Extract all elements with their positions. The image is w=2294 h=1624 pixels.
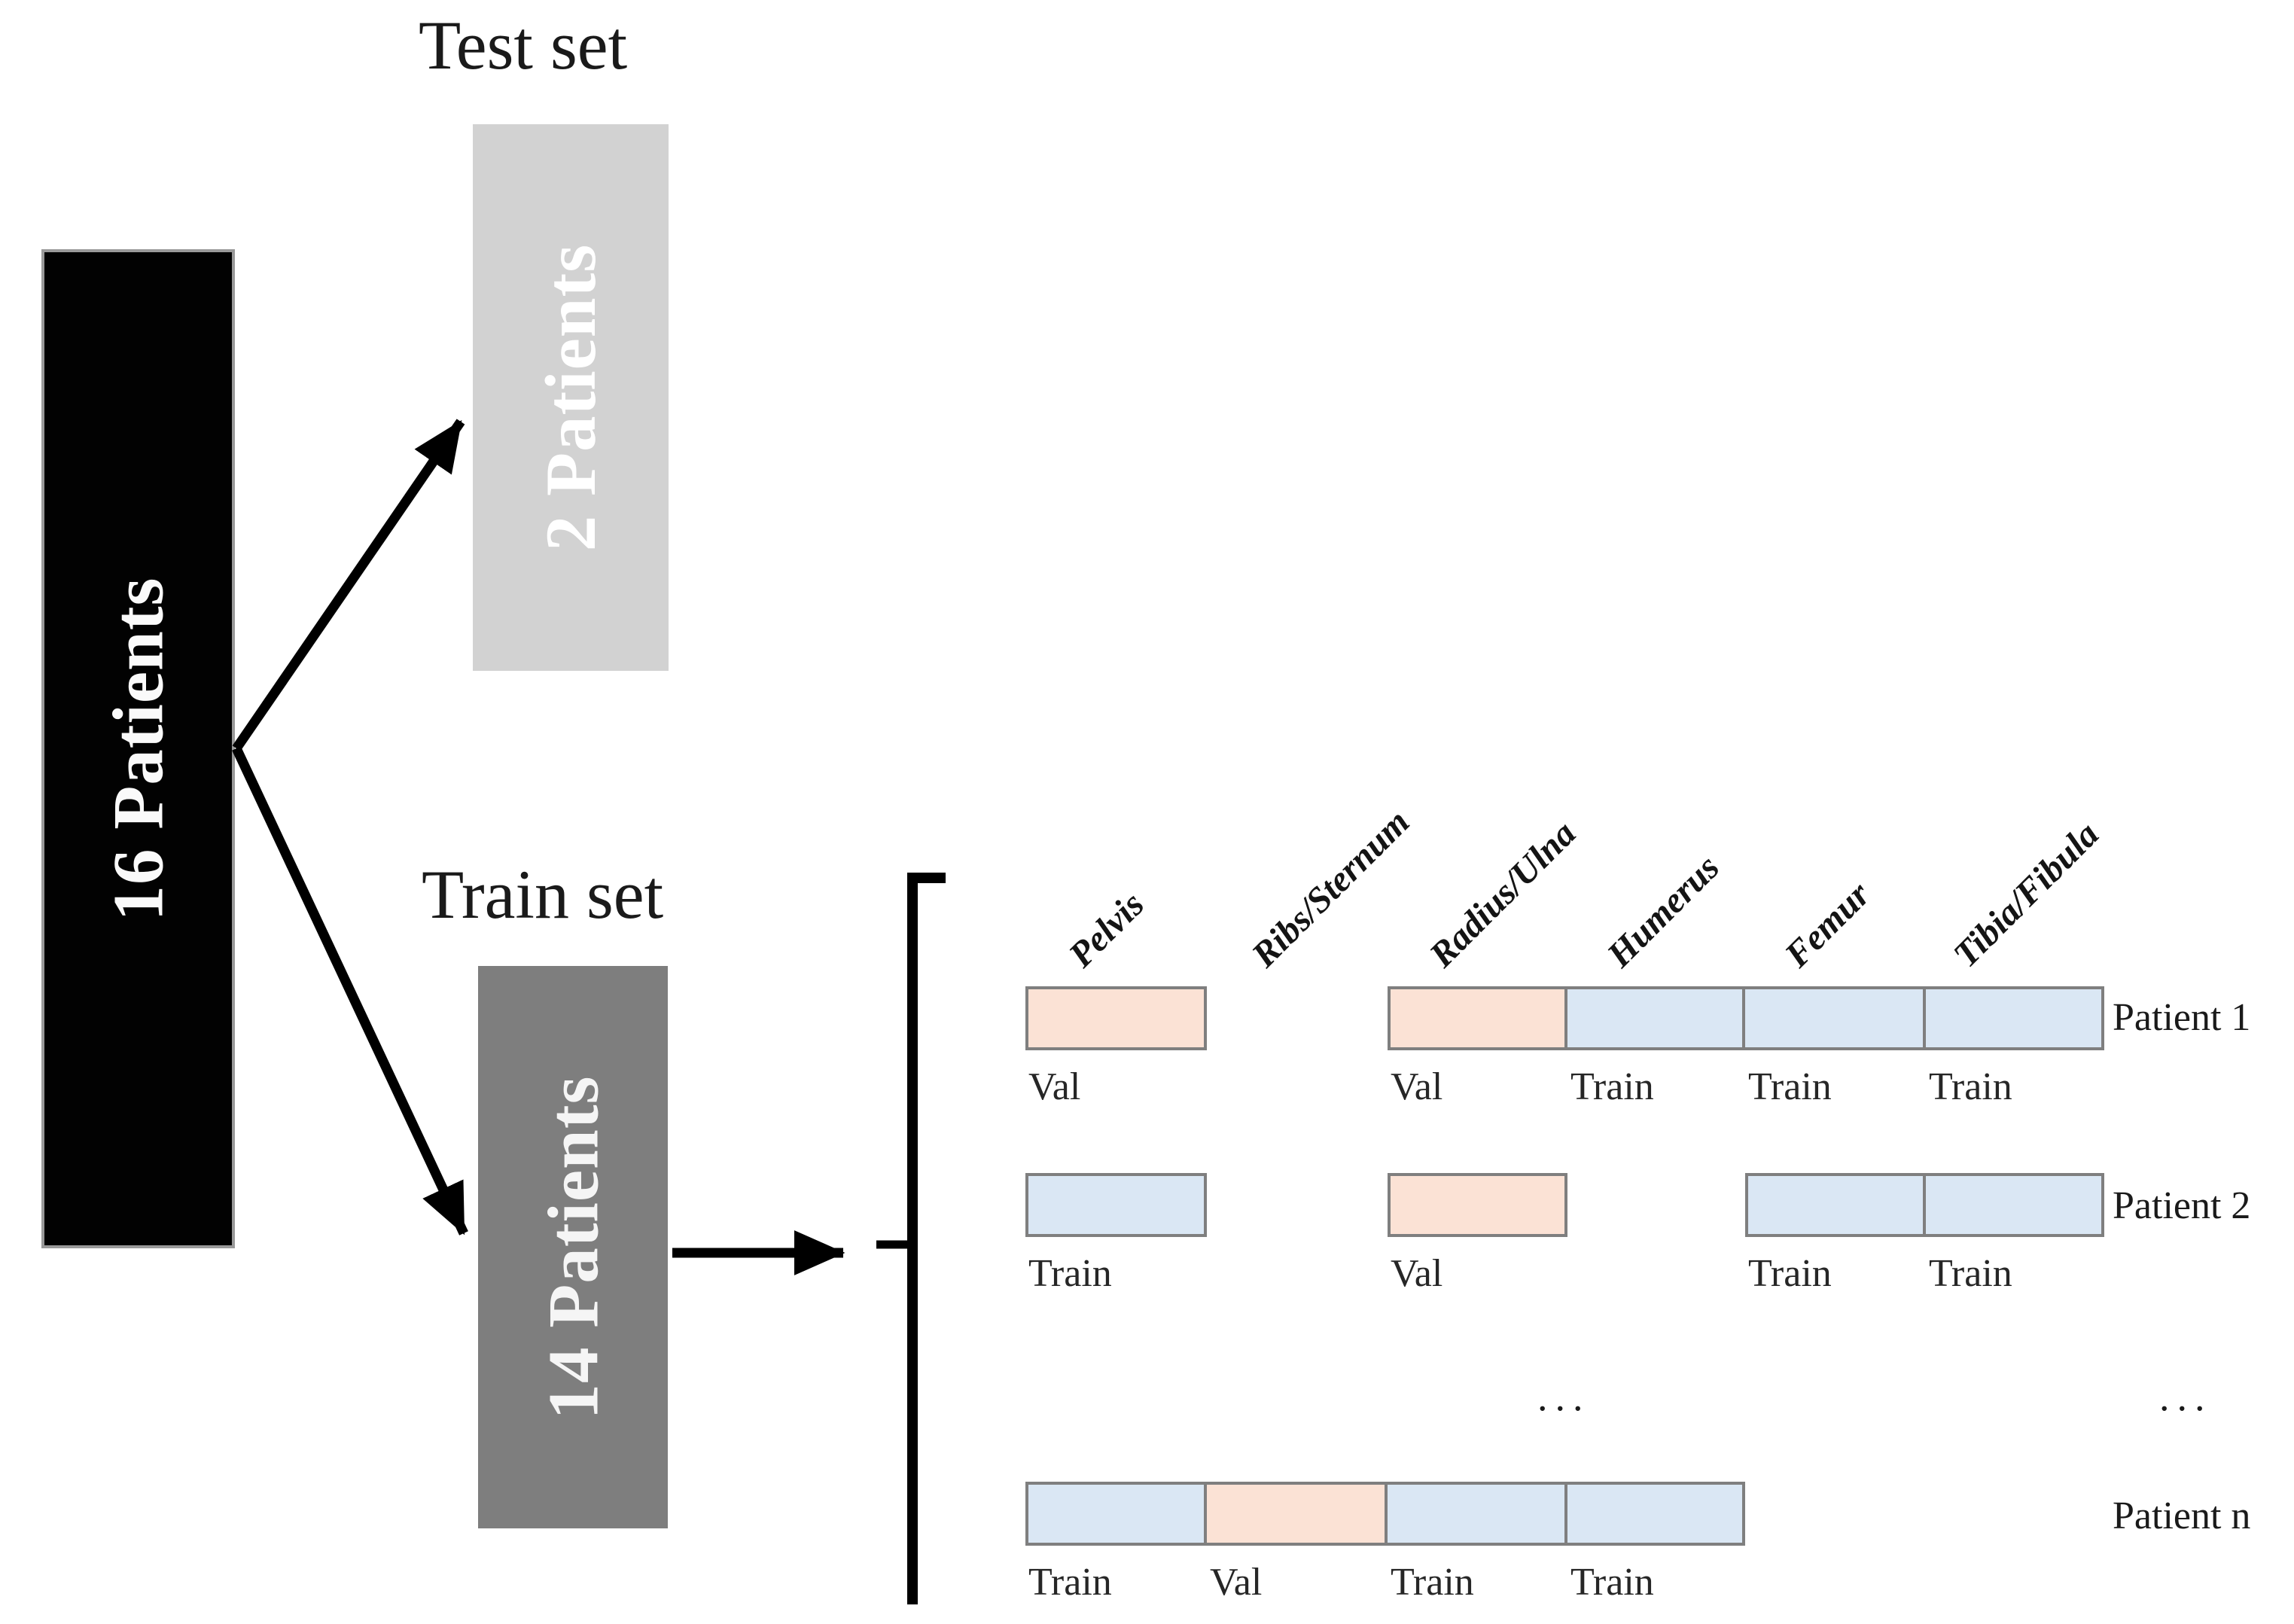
brace-bracket [907, 873, 946, 1604]
cell-label-patient-2-tibia-fibula: Train [1929, 1252, 2012, 1295]
cell-label-patient-1-femur: Train [1748, 1065, 1832, 1108]
patient-label-patient-2: Patient 2 [2113, 1184, 2251, 1227]
cell-label-patient-2-pelvis: Train [1028, 1252, 1112, 1295]
cell-patient-1-tibia-fibula [1923, 986, 2104, 1050]
arrow-to-test-set [232, 419, 465, 751]
cell-patient-1-humerus [1564, 986, 1745, 1050]
cell-label-patient-2-femur: Train [1748, 1252, 1832, 1295]
cell-label-patient-1-pelvis: Val [1028, 1065, 1081, 1108]
patient-label-patient-1: Patient 1 [2113, 996, 2251, 1039]
cell-patient-1-radius-ulna [1388, 986, 1567, 1050]
arrow-to-train-set [232, 746, 468, 1236]
cell-patient-2-pelvis [1025, 1173, 1207, 1237]
cell-patient-n-pelvis [1025, 1482, 1207, 1546]
cell-label-patient-n-humerus: Train [1570, 1561, 1654, 1604]
cell-label-patient-1-humerus: Train [1570, 1065, 1654, 1108]
grid-ellipsis-right: ... [2159, 1374, 2213, 1419]
cell-patient-n-ribs-sternum [1204, 1482, 1388, 1546]
cell-label-patient-1-tibia-fibula: Train [1929, 1065, 2012, 1108]
cell-label-patient-1-radius-ulna: Val [1391, 1065, 1443, 1108]
cell-patient-1-pelvis [1025, 986, 1207, 1050]
cell-label-patient-2-radius-ulna: Val [1391, 1252, 1443, 1295]
cell-patient-n-humerus [1564, 1482, 1745, 1546]
cell-patient-n-radius-ulna [1385, 1482, 1567, 1546]
cell-patient-1-femur [1742, 986, 1926, 1050]
test-set-box: 2 Patients [473, 124, 669, 671]
test-set-title: Test set [419, 7, 628, 84]
train-set-title: Train set [422, 856, 664, 933]
cell-label-patient-n-ribs-sternum: Val [1210, 1561, 1263, 1604]
cell-patient-2-femur [1745, 1173, 1926, 1237]
grid-ellipsis-left: ... [1537, 1374, 1591, 1419]
train-set-box: 14 Patients [478, 966, 668, 1528]
cell-patient-2-radius-ulna [1388, 1173, 1567, 1237]
cell-label-patient-n-pelvis: Train [1028, 1561, 1112, 1604]
cell-patient-2-tibia-fibula [1923, 1173, 2104, 1237]
patient-label-patient-n: Patient n [2113, 1495, 2251, 1537]
source-patients-box: 16 Patients [41, 249, 235, 1248]
cell-label-patient-n-radius-ulna: Train [1391, 1561, 1474, 1604]
